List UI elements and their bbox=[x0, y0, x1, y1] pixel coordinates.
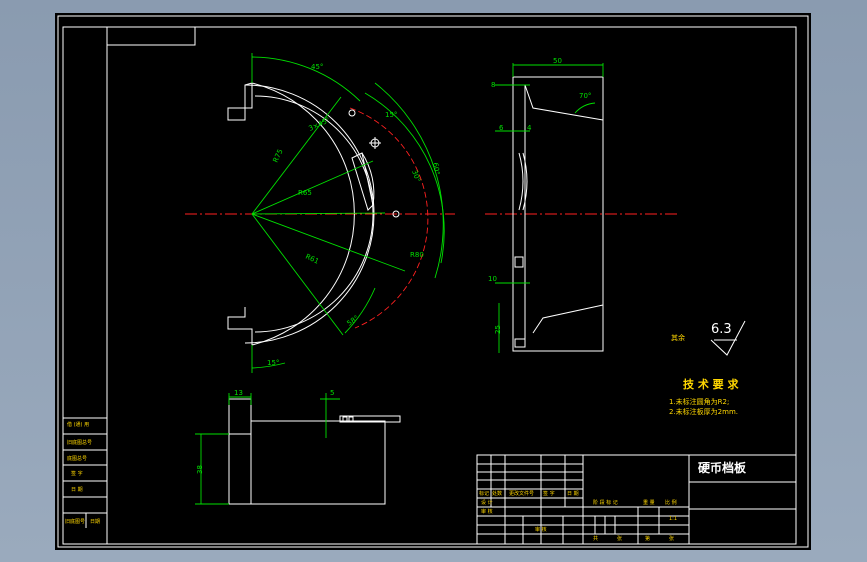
dim-angle-30: 30° bbox=[410, 169, 422, 183]
dim-angle-58: 58° bbox=[346, 314, 361, 328]
tb-weight: 重 量 bbox=[643, 499, 655, 506]
dim-10: 10 bbox=[488, 275, 497, 283]
tech-req-item-2: 2.未标注板厚为2mm. bbox=[669, 407, 738, 416]
strip-label-7: 日期 bbox=[90, 519, 100, 525]
dim-chamfer: 3×45° bbox=[307, 116, 331, 133]
tb-total: 共 bbox=[593, 535, 598, 542]
tech-req-title: 技 术 要 求 bbox=[683, 377, 739, 391]
tb-sheets: 张 bbox=[617, 535, 622, 542]
dim-r65: R65 bbox=[298, 189, 312, 197]
tb-change-doc: 更改文件号 bbox=[509, 490, 534, 497]
tb-sheet: 张 bbox=[669, 535, 674, 542]
tb-ratio: 比 例 bbox=[665, 499, 677, 506]
dim-r75: R75 bbox=[272, 148, 285, 164]
tb-review-2: 审 核 bbox=[535, 526, 547, 533]
title-block: 标记 处数 更改文件号 签 字 日 期 设 计 审 核 审 核 阶 段 标 记 … bbox=[476, 454, 797, 545]
side-view: 50 8 6 4 10 25 70° bbox=[485, 57, 680, 353]
drawing-title: 硬币档板 bbox=[698, 460, 747, 475]
dim-angle-45: 45° bbox=[311, 63, 323, 71]
roughness-value: 6.3 bbox=[711, 322, 732, 337]
tech-req-item-1: 1.未标注圆角为R2; bbox=[669, 397, 729, 406]
dim-8: 8 bbox=[491, 81, 495, 89]
dim-angle-15b: 15° bbox=[267, 359, 279, 367]
roughness-label: 其余 bbox=[671, 333, 685, 342]
technical-requirements: 技 术 要 求 1.未标注圆角为R2; 2.未标注板厚为2mm. bbox=[669, 377, 739, 416]
dim-4: 4 bbox=[527, 124, 532, 132]
tb-sheet-no: 第 bbox=[645, 535, 650, 542]
tb-date: 日 期 bbox=[567, 491, 579, 497]
drawing-canvas: 借 (通) 用 旧底图总号 底图总号 签 字 日 期 旧底图号 日期 bbox=[57, 15, 809, 548]
top-left-box bbox=[106, 26, 196, 46]
dim-13: 13 bbox=[234, 389, 243, 397]
tb-design: 设 计 bbox=[481, 499, 493, 506]
tb-count: 处数 bbox=[492, 490, 502, 497]
tb-sign: 签 字 bbox=[543, 490, 555, 497]
outer-border bbox=[57, 15, 809, 548]
inner-border bbox=[62, 26, 797, 545]
dim-25: 25 bbox=[494, 325, 502, 334]
dim-angle-15a: 15° bbox=[385, 111, 397, 119]
tb-review: 审 核 bbox=[481, 508, 493, 515]
dim-width-50: 50 bbox=[553, 57, 562, 65]
dim-r80: R80 bbox=[410, 251, 424, 259]
dim-6: 6 bbox=[499, 124, 504, 132]
strip-label-3: 底图总号 bbox=[67, 455, 87, 462]
cad-viewport[interactable]: 借 (通) 用 旧底图总号 底图总号 签 字 日 期 旧底图号 日期 bbox=[55, 13, 811, 550]
strip-label-6: 旧底图号 bbox=[65, 518, 85, 525]
bottom-view: 13 5 38 bbox=[195, 389, 401, 505]
left-strip-table: 借 (通) 用 旧底图总号 底图总号 签 字 日 期 旧底图号 日期 bbox=[62, 417, 108, 545]
roughness-symbol: 其余 6.3 bbox=[671, 320, 746, 356]
strip-label-2: 旧底图总号 bbox=[67, 439, 92, 446]
dim-5: 5 bbox=[330, 389, 334, 397]
strip-label-1: 借 (通) 用 bbox=[67, 421, 89, 428]
strip-label-5: 日 期 bbox=[71, 487, 83, 493]
front-view: 45° 3×45° R75 R65 R61 15° 30° 60° R80 58… bbox=[185, 53, 455, 373]
strip-label-4: 签 字 bbox=[71, 470, 83, 477]
dim-r61: R61 bbox=[304, 253, 320, 266]
tb-stage: 阶 段 标 记 bbox=[593, 499, 618, 506]
dim-38: 38 bbox=[196, 465, 204, 474]
tb-mark: 标记 bbox=[479, 490, 489, 497]
dim-angle-60: 60° bbox=[431, 162, 441, 176]
tb-scale: 1:1 bbox=[669, 516, 677, 522]
dim-angle-70: 70° bbox=[579, 92, 591, 100]
